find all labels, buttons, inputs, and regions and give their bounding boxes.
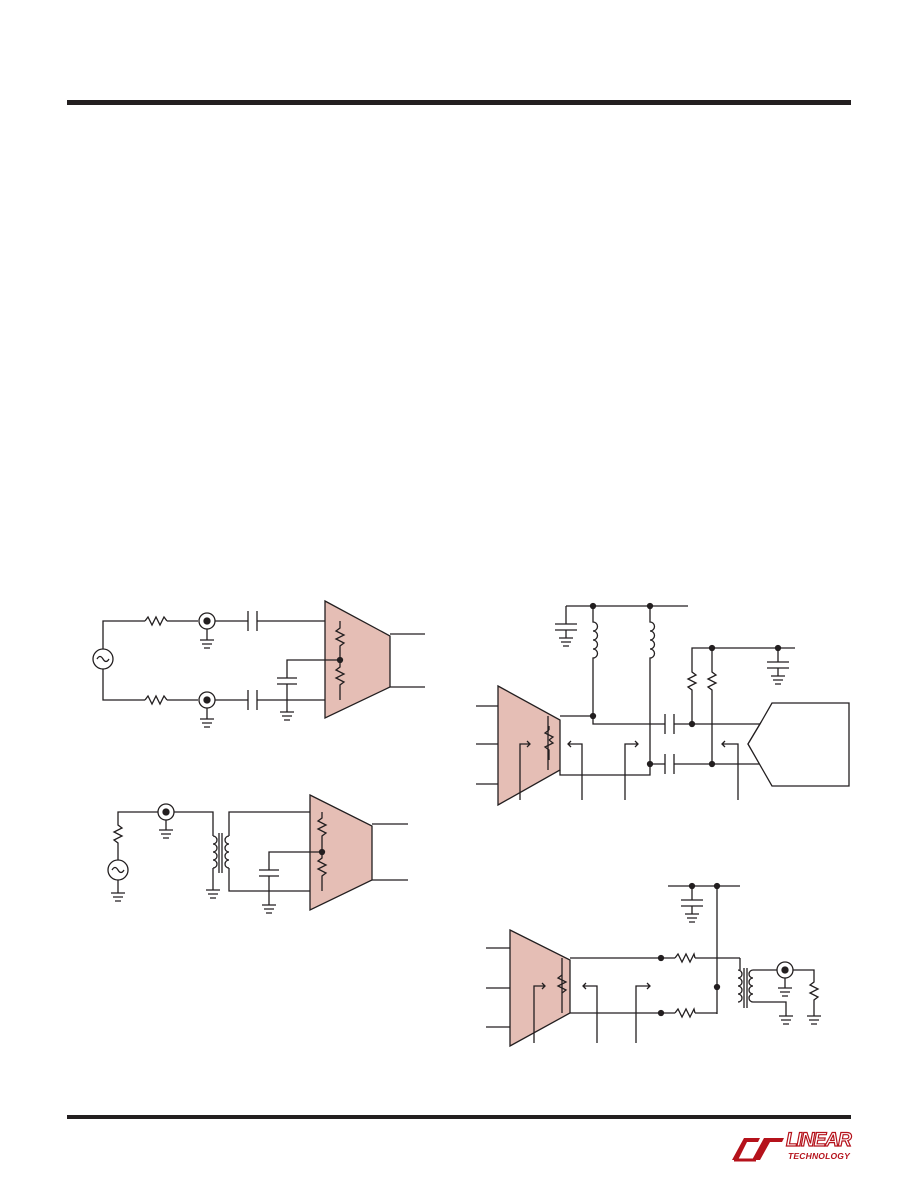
transformer-icon: [737, 969, 743, 1003]
linear-technology-logo: LINEAR TECHNOLOGY: [730, 1129, 855, 1166]
resistor-icon: [793, 969, 820, 1016]
capacitor-icon: [664, 754, 675, 774]
lt-mark-icon: [732, 1138, 784, 1162]
capacitor-icon: [555, 606, 577, 631]
ground-icon: [559, 630, 573, 647]
capacitor-icon: [277, 677, 297, 685]
resistor-icon: [686, 647, 795, 724]
ground-icon: [111, 880, 125, 902]
resistor-icon: [112, 811, 158, 860]
transformer-icon: [212, 835, 218, 869]
ground-icon: [771, 668, 785, 685]
capacitor-icon: [247, 690, 258, 710]
figure-3-schematic: [476, 602, 850, 807]
resistor-icon: [674, 952, 696, 964]
ground-icon: [206, 868, 220, 899]
logo-subword: TECHNOLOGY: [788, 1151, 850, 1161]
capacitor-icon: [259, 869, 279, 877]
capacitor-icon: [664, 714, 675, 734]
ground-icon: [778, 978, 792, 997]
resistor-icon: [144, 615, 168, 627]
resistor-icon: [674, 1007, 696, 1019]
adc-block: [747, 702, 850, 787]
resistor-icon: [144, 694, 168, 706]
ground-icon: [262, 876, 276, 914]
ground-icon: [280, 684, 294, 721]
ground-icon: [200, 629, 214, 649]
inductor-icon: [649, 606, 656, 764]
figure-4-schematic: [486, 882, 821, 1048]
header-rule: [67, 100, 851, 105]
ground-icon: [685, 906, 699, 923]
ground-icon: [159, 820, 173, 839]
figure-1-schematic: [92, 599, 425, 728]
footer-rule: [67, 1115, 851, 1119]
capacitor-icon: [247, 611, 258, 631]
ground-icon: [779, 1015, 793, 1025]
resistor-icon: [706, 648, 718, 764]
ground-icon: [200, 708, 214, 728]
inductor-icon: [592, 606, 599, 716]
capacitor-icon: [767, 648, 789, 669]
capacitor-icon: [681, 886, 703, 907]
logo-wordmark: LINEAR: [785, 1129, 852, 1151]
figure-2-schematic: [107, 793, 408, 914]
ground-icon: [807, 1015, 821, 1025]
